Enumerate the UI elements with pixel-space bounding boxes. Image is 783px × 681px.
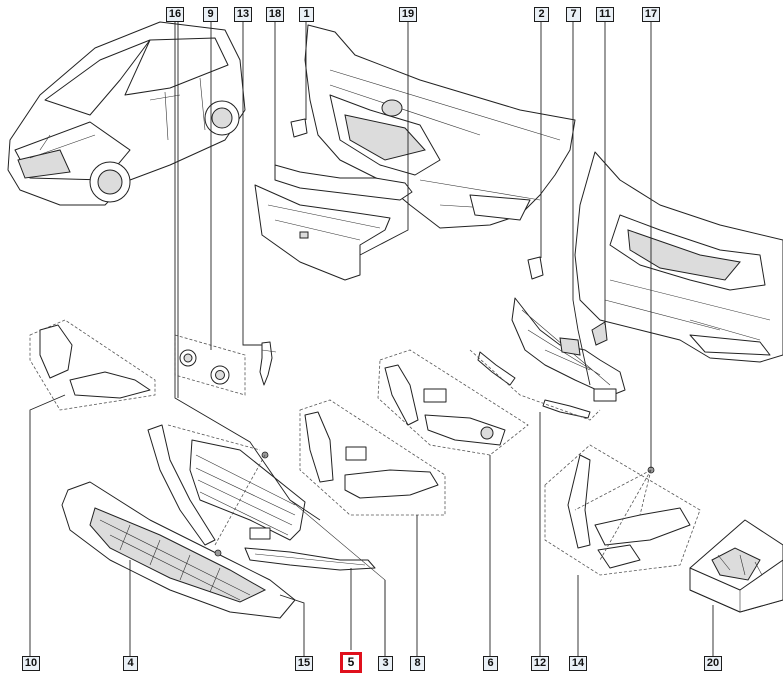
part-12-shape — [469, 349, 601, 421]
callout-20[interactable]: 20 — [704, 656, 722, 671]
part-14-shape — [544, 444, 701, 576]
leader-lines — [29, 22, 714, 660]
vehicle-illustration — [7, 21, 246, 206]
part-1-shape — [290, 118, 308, 138]
callout-19[interactable]: 19 — [399, 7, 417, 22]
callout-11[interactable]: 11 — [596, 7, 614, 22]
callout-17[interactable]: 17 — [642, 7, 660, 22]
part-18-shape — [274, 164, 413, 201]
label-plate-7 — [593, 388, 617, 402]
part-7-shape — [511, 297, 626, 397]
callout-7[interactable]: 7 — [566, 7, 581, 22]
callout-16[interactable]: 16 — [166, 7, 184, 22]
part-19-shape — [254, 184, 391, 281]
part-2-shape — [527, 256, 544, 280]
callout-3[interactable]: 3 — [378, 656, 393, 671]
part-10-shape — [29, 319, 156, 411]
callout-15[interactable]: 15 — [295, 656, 313, 671]
part-16-shape — [147, 424, 306, 557]
callout-18[interactable]: 18 — [266, 7, 284, 22]
callout-12[interactable]: 12 — [531, 656, 549, 671]
part-8-shape — [299, 399, 446, 516]
front-bumper-right-assembly — [574, 151, 783, 363]
part-9-shape — [174, 334, 246, 396]
callout-1[interactable]: 1 — [299, 7, 314, 22]
callout-14[interactable]: 14 — [569, 656, 587, 671]
callout-4[interactable]: 4 — [123, 656, 138, 671]
part-13-shape — [259, 341, 277, 386]
callout-8[interactable]: 8 — [410, 656, 425, 671]
callout-6[interactable]: 6 — [483, 656, 498, 671]
callout-2[interactable]: 2 — [534, 7, 549, 22]
callout-5-highlighted[interactable]: 5 — [340, 652, 362, 673]
front-bumper-assembly — [304, 24, 576, 229]
callout-13[interactable]: 13 — [234, 7, 252, 22]
part-4-shape — [61, 481, 296, 619]
part-11-shape — [591, 321, 608, 346]
callout-9[interactable]: 9 — [203, 7, 218, 22]
part-6-shape — [377, 349, 529, 456]
part-5-shape — [244, 547, 376, 571]
part-20-shape — [689, 519, 783, 613]
callout-10[interactable]: 10 — [22, 656, 40, 671]
